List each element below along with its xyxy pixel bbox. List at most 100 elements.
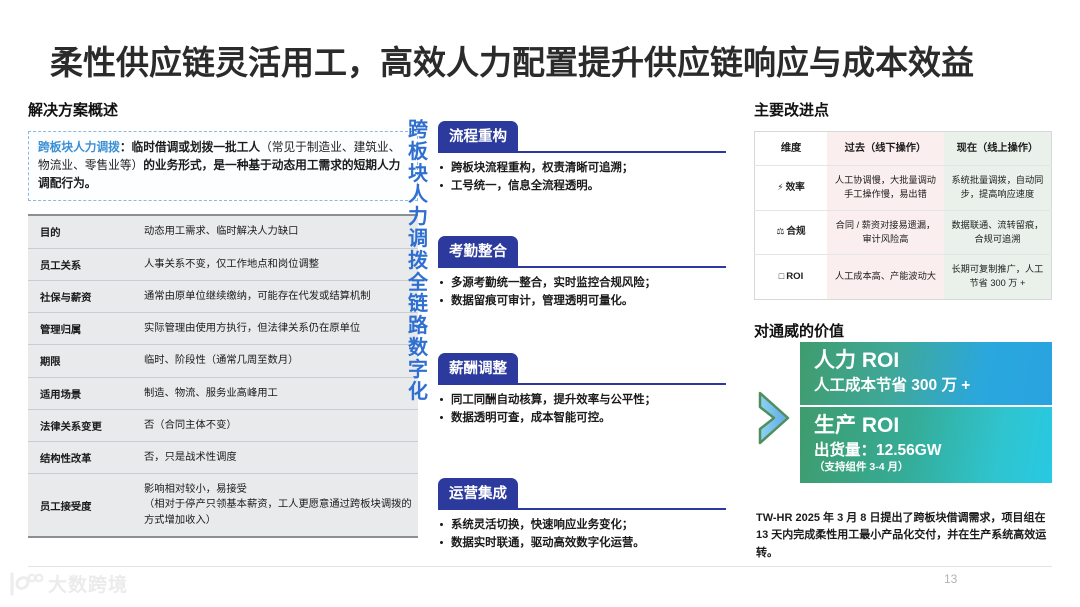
list-item: 多源考勤统一整合，实时监控合规风险；: [438, 274, 726, 292]
dimension-cell: □ROI: [754, 254, 827, 300]
past-cell: 合同 / 薪资对接易遗漏，审计风险高: [827, 209, 944, 255]
attribute-value: 人事关系不变，仅工作地点和岗位调整: [138, 248, 418, 281]
vertical-band-char: 力: [408, 206, 428, 229]
table-row: ⚡效率人工协调慢，大批量调动手工操作慢，易出错系统批量调拨，自动同步，提高响应速…: [754, 165, 1052, 211]
value-heading: 对通威的价值: [754, 323, 845, 340]
pillar-card-rule: [438, 151, 726, 153]
list-item: 数据实时联通，驱动高效数字化运营。: [438, 534, 726, 552]
table-row: 法律关系变更否（合同主体不变）: [28, 409, 418, 442]
roi-subtitle: 人工成本节省 300 万 +: [814, 377, 971, 395]
attribute-key: 法律关系变更: [28, 409, 138, 442]
pillar-card-tab: 流程重构: [438, 121, 518, 151]
delivery-footnote: TW-HR 2025 年 3 月 8 日提出了跨板块借调需求，项目组在 13 天…: [756, 512, 1047, 559]
list-item: 数据透明可查，成本智能可控。: [438, 409, 726, 427]
left-column: 解决方案概述 跨板块人力调拨：临时借调或划拨一批工人（常见于制造业、建筑业、物流…: [28, 99, 418, 538]
pillar-card-tab: 运营集成: [438, 478, 518, 508]
scales-icon: ⚖: [776, 226, 785, 237]
vertical-band-char: 全: [408, 271, 428, 294]
attribute-value: 影响相对较小，易接受（相对于停产只领基本薪资，工人更愿意通过跨板块调拨的方式增加…: [138, 473, 418, 537]
pillar-card-bullets: 系统灵活切换，快速响应业务变化； 数据实时联通，驱动高效数字化运营。: [438, 516, 726, 553]
attribute-key: 期限: [28, 344, 138, 378]
attribute-value: 动态用工需求、临时解决人力缺口: [138, 215, 418, 249]
pillar-card-bullets: 同工同酬自动核算，提升效率与公平性； 数据透明可查，成本智能可控。: [438, 391, 726, 428]
pillar-card-process: 流程重构 跨板块流程重构，权责清晰可追溯； 工号统一，信息全流程透明。: [438, 121, 726, 196]
improvements-table: 维度 过去（线下操作） 现在（线上操作） ⚡效率人工协调慢，大批量调动手工操作慢…: [754, 131, 1052, 301]
list-item: 跨板块流程重构，权责清晰可追溯；: [438, 159, 726, 177]
dimension-label: ROI: [786, 271, 804, 283]
list-item: 工号统一，信息全流程透明。: [438, 177, 726, 195]
definition-box: 跨板块人力调拨：临时借调或划拨一批工人（常见于制造业、建筑业、物流业、零售业等）…: [28, 131, 418, 202]
attribute-key: 结构性改革: [28, 441, 138, 474]
attribute-value: 否（合同主体不变）: [138, 409, 418, 442]
attribute-table: 目的动态用工需求、临时解决人力缺口员工关系人事关系不变，仅工作地点和岗位调整社保…: [28, 214, 418, 538]
list-item: 系统灵活切换，快速响应业务变化；: [438, 516, 726, 534]
improvements-heading: 主要改进点: [754, 102, 830, 119]
table-row: ⚖合规 合同 / 薪资对接易遗漏，审计风险高数据联通、流转留痕，合规可追溯: [754, 209, 1052, 255]
table-row: 社保与薪资通常由原单位继续缴纳，可能存在代发或结算机制: [28, 280, 418, 313]
attribute-key: 目的: [28, 215, 138, 249]
col-header-dimension: 维度: [754, 131, 827, 166]
table-row: 管理归属实际管理由使用方执行，但法律关系仍在原单位: [28, 312, 418, 345]
table-row: 适用场景制造、物流、服务业高峰用工: [28, 377, 418, 410]
attribute-value: 通常由原单位继续缴纳，可能存在代发或结算机制: [138, 280, 418, 313]
now-cell: 系统批量调拨，自动同步，提高响应速度: [943, 165, 1052, 211]
vertical-band-char: 路: [408, 315, 428, 338]
vertical-band-char: 字: [408, 358, 428, 381]
vertical-band-label: 跨板块人力调拨全链路数字化: [401, 119, 435, 403]
page-title: 柔性供应链灵活用工，高效人力配置提升供应链响应与成本效益: [50, 44, 974, 81]
vertical-band-char: 块: [408, 162, 428, 185]
roi-subtitle: 出货量：12.56GW: [814, 441, 942, 459]
improvements-table-head: 维度 过去（线下操作） 现在（线上操作）: [754, 131, 1052, 166]
table-row: 员工接受度影响相对较小，易接受（相对于停产只领基本薪资，工人更愿意通过跨板块调拨…: [28, 473, 418, 537]
pillar-card-tab: 考勤整合: [438, 236, 518, 266]
definition-colon: ：: [119, 141, 132, 154]
dimension-label: 合规: [786, 226, 806, 238]
watermark-text: 大数跨境: [48, 575, 129, 596]
pillar-card-attendance: 考勤整合 多源考勤统一整合，实时监控合规风险； 数据留痕可审计，管理透明可量化。: [438, 236, 726, 311]
page-number: 13: [944, 572, 958, 586]
definition-term: 跨板块人力调拨: [38, 141, 120, 154]
attribute-key: 员工接受度: [28, 473, 138, 537]
attribute-key: 社保与薪资: [28, 280, 138, 313]
vertical-band-char: 化: [408, 380, 428, 403]
attribute-value: 临时、阶段性（通常几周至数月）: [138, 344, 418, 378]
pillar-card-operations: 运营集成 系统灵活切换，快速响应业务变化； 数据实时联通，驱动高效数字化运营。: [438, 478, 726, 553]
attribute-value: 制造、物流、服务业高峰用工: [138, 377, 418, 410]
vertical-band-char: 链: [408, 293, 428, 316]
brand-logo-icon: [10, 571, 44, 596]
list-item: 同工同酬自动核算，提升效率与公平性；: [438, 391, 726, 409]
pillar-card-tab: 薪酬调整: [438, 353, 518, 383]
vertical-band-char: 数: [408, 336, 428, 359]
solution-overview-heading: 解决方案概述: [28, 102, 119, 119]
dimension-cell: ⚡效率: [754, 165, 827, 211]
roi-card-labor: 人力 ROI 人工成本节省 300 万 +: [800, 342, 1052, 405]
chevron-right-icon: [758, 391, 790, 445]
improvements-table-body: ⚡效率人工协调慢，大批量调动手工操作慢，易出错系统批量调拨，自动同步，提高响应速…: [754, 165, 1052, 300]
roi-section: 人力 ROI 人工成本节省 300 万 + 生产 ROI 出货量：12.56GW…: [754, 342, 1052, 502]
table-row: 员工关系人事关系不变，仅工作地点和岗位调整: [28, 248, 418, 281]
attribute-key: 适用场景: [28, 377, 138, 410]
vertical-band-char: 拨: [408, 249, 428, 272]
watermark: 大数跨境: [8, 570, 128, 597]
definition-normal-a: （常见于制造业、建筑业、物流业、零售业等）: [38, 141, 401, 172]
past-cell: 人工成本高、产能波动大: [827, 254, 944, 300]
table-row: 目的动态用工需求、临时解决人力缺口: [28, 215, 418, 249]
lightning-icon: ⚡: [777, 181, 784, 192]
definition-text: 跨板块人力调拨：临时借调或划拨一批工人（常见于制造业、建筑业、物流业、零售业等）…: [38, 139, 408, 192]
square-icon: □: [778, 271, 785, 282]
now-cell: 数据联通、流转留痕，合规可追溯: [943, 209, 1052, 255]
pillar-card-bullets: 多源考勤统一整合，实时监控合规风险； 数据留痕可审计，管理透明可量化。: [438, 274, 726, 311]
vertical-band-char: 板: [408, 140, 428, 163]
roi-card-production: 生产 ROI 出货量：12.56GW （支持组件 3-4 月）: [800, 406, 1052, 483]
definition-bold-a: 临时借调或划拨一批工人: [131, 141, 261, 154]
pillar-card-rule: [438, 508, 726, 510]
pillar-card-rule: [438, 266, 726, 268]
attribute-value: 实际管理由使用方执行，但法律关系仍在原单位: [138, 312, 418, 345]
attribute-table-body: 目的动态用工需求、临时解决人力缺口员工关系人事关系不变，仅工作地点和岗位调整社保…: [28, 215, 418, 537]
vertical-band-char: 调: [408, 227, 428, 250]
roi-note: （支持组件 3-4 月）: [814, 461, 909, 474]
pillar-card-compensation: 薪酬调整 同工同酬自动核算，提升效率与公平性； 数据透明可查，成本智能可控。: [438, 353, 726, 428]
table-row: 结构性改革否，只是战术性调度: [28, 441, 418, 474]
